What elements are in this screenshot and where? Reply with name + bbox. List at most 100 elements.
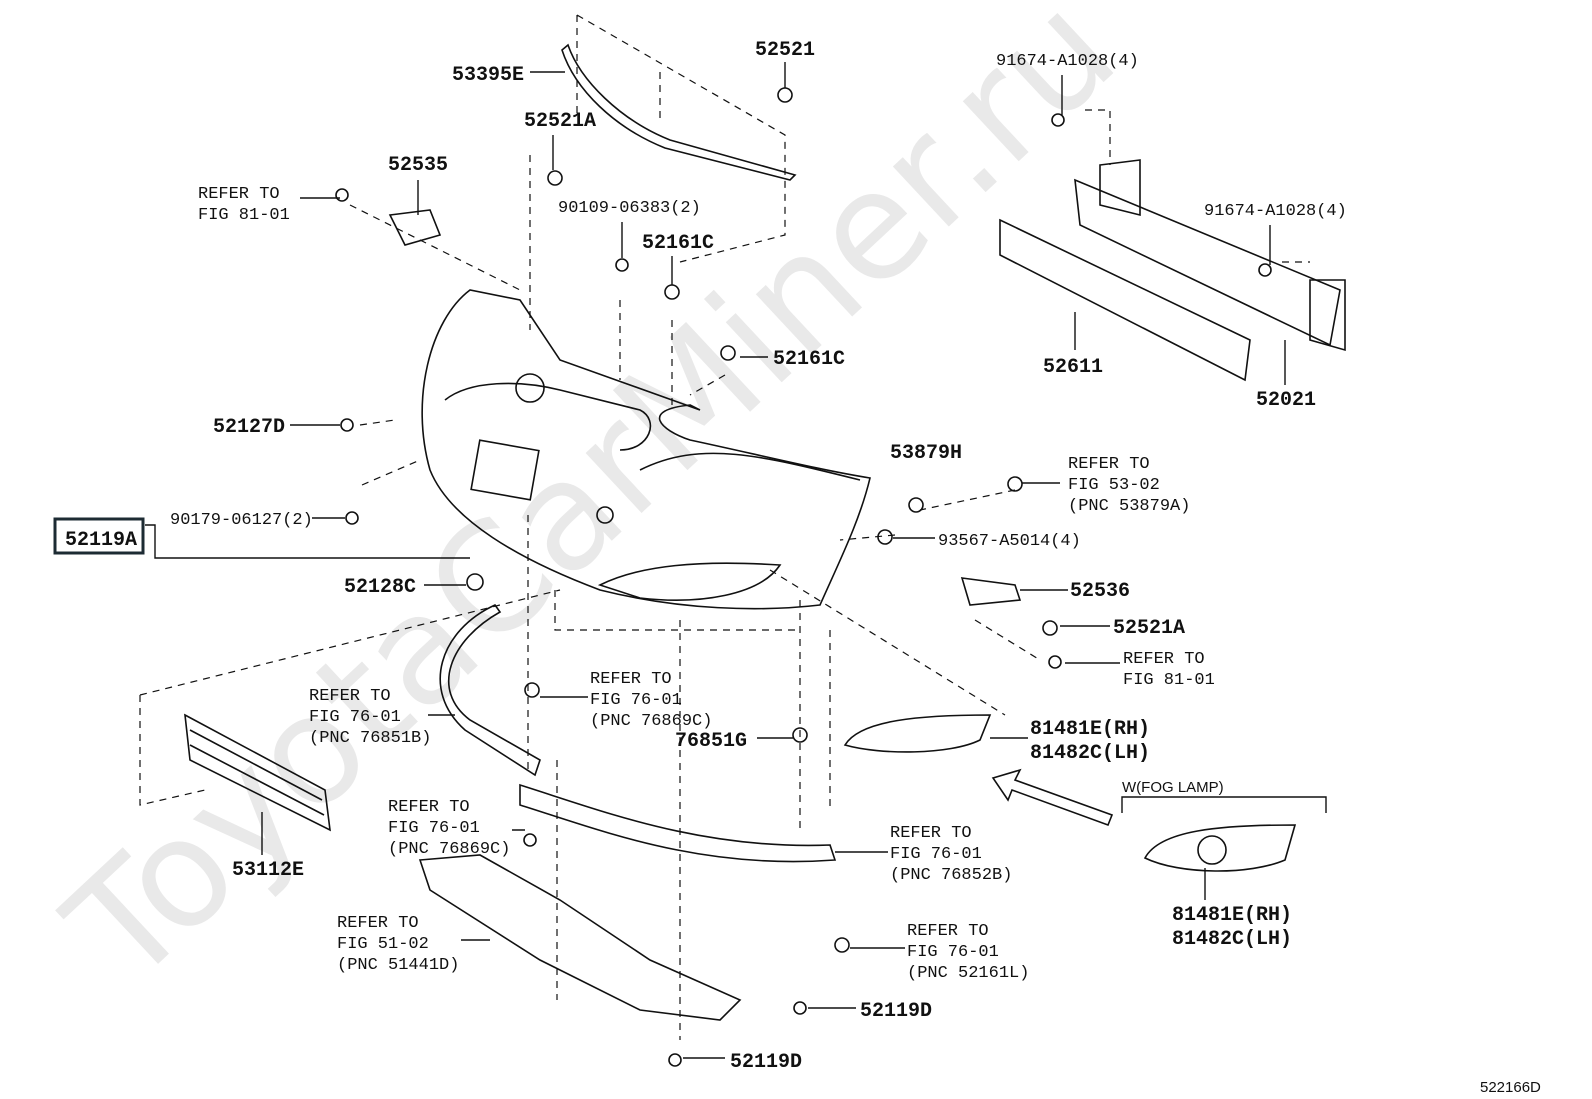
callout-refer-81-01-left[interactable]: REFER TO FIG 81-01 <box>198 185 290 225</box>
callout-line: (PNC 76869C) <box>388 840 510 859</box>
lower-molding-76851B[interactable] <box>439 603 541 777</box>
callout-line: 52521A <box>1113 617 1185 640</box>
callout-line: 52536 <box>1070 580 1130 603</box>
fog-lamp-81481E[interactable] <box>1143 824 1297 872</box>
callout-line: FIG 53-02 <box>1068 476 1160 495</box>
callout-line: 52521A <box>524 110 596 133</box>
callout-line: (PNC 53879A) <box>1068 497 1190 516</box>
callout-line: 81481E(RH) <box>1172 904 1292 927</box>
bracket-52536[interactable] <box>960 577 1022 606</box>
callout-81481e-a[interactable]: 81481E(RH)81482C(LH) <box>1030 718 1150 765</box>
callout-81481e-b[interactable]: 81481E(RH)81482C(LH) <box>1172 904 1292 951</box>
callout-refer-76851b[interactable]: REFER TO FIG 76-01 (PNC 76851B) <box>309 687 431 748</box>
reinforcement-52021[interactable] <box>1074 159 1346 352</box>
callout-52119d-b[interactable]: 52119D <box>730 1051 802 1074</box>
callout-line: REFER TO <box>198 185 280 204</box>
callout-line: FIG 81-01 <box>1123 671 1215 690</box>
lower-molding-76852B[interactable] <box>519 783 837 863</box>
callout-93567-a5014[interactable]: 93567-A5014(4) <box>938 532 1081 551</box>
callout-line: 91674-A1028(4) <box>996 52 1139 71</box>
callout-90109-06383[interactable]: 90109-06383(2) <box>558 199 701 218</box>
callout-52021[interactable]: 52021 <box>1256 389 1316 412</box>
callout-line: 53879H <box>890 442 962 465</box>
callout-52521a-top[interactable]: 52521A <box>524 110 596 133</box>
callout-line: FIG 76-01 <box>907 943 999 962</box>
callout-line: (PNC 76852B) <box>890 866 1012 885</box>
callout-line: FIG 81-01 <box>198 206 290 225</box>
callout-52536[interactable]: 52536 <box>1070 580 1130 603</box>
callout-line: FIG 76-01 <box>890 845 982 864</box>
callout-line: REFER TO <box>890 824 972 843</box>
callout-53879h[interactable]: 53879H <box>890 442 962 465</box>
callout-52535[interactable]: 52535 <box>388 154 448 177</box>
callout-line: (PNC 52161L) <box>907 964 1029 983</box>
under-cover-51441D[interactable] <box>418 854 742 1021</box>
callout-52119d-a[interactable]: 52119D <box>860 1000 932 1023</box>
highlighted-part-52119A[interactable] <box>55 519 143 553</box>
callout-line: 52119D <box>860 1000 932 1023</box>
callout-line: FIG 76-01 <box>309 708 401 727</box>
callout-52128c[interactable]: 52128C <box>344 576 416 599</box>
callout-line: 53112E <box>232 859 304 882</box>
callout-52611[interactable]: 52611 <box>1043 356 1103 379</box>
highlight-box <box>53 517 145 555</box>
fog-cover-81481E[interactable] <box>843 714 992 753</box>
callout-91674-a1028-b[interactable]: 91674-A1028(4) <box>1204 202 1347 221</box>
figure-code: 522166D <box>1480 1079 1541 1096</box>
callout-52521a-right[interactable]: 52521A <box>1113 617 1185 640</box>
fog-lamp-group-bracket <box>1121 796 1327 813</box>
watermark: ToyotaCarMiner.ru <box>35 0 1148 1017</box>
callout-line: 81482C(LH) <box>1030 742 1150 765</box>
fastener-icons <box>335 87 1272 1067</box>
callout-line: 91674-A1028(4) <box>1204 202 1347 221</box>
callout-line: 53395E <box>452 64 524 87</box>
callout-line: (PNC 76851B) <box>309 729 431 748</box>
callout-line: 52021 <box>1256 389 1316 412</box>
callout-line: FIG 76-01 <box>590 691 682 710</box>
callout-line: 76851G <box>675 730 747 753</box>
callout-53395e[interactable]: 53395E <box>452 64 524 87</box>
callout-52161c-a[interactable]: 52161C <box>642 232 714 255</box>
callout-53112e[interactable]: 53112E <box>232 859 304 882</box>
callout-refer-81-01-right[interactable]: REFER TO FIG 81-01 <box>1123 650 1215 690</box>
callout-line: REFER TO <box>590 670 672 689</box>
callout-90179-06127[interactable]: 90179-06127(2) <box>170 511 313 530</box>
fog-lamp-group-label: W(FOG LAMP) <box>1122 779 1224 796</box>
callout-line: 90109-06383(2) <box>558 199 701 218</box>
callout-line: REFER TO <box>337 914 419 933</box>
arrow-icon <box>991 768 1114 827</box>
callout-line: REFER TO <box>1123 650 1205 669</box>
callout-52521[interactable]: 52521 <box>755 39 815 62</box>
callout-line: FIG 51-02 <box>337 935 429 954</box>
callout-line: 52611 <box>1043 356 1103 379</box>
callout-line: 93567-A5014(4) <box>938 532 1081 551</box>
callout-76851g[interactable]: 76851G <box>675 730 747 753</box>
callout-line: 90179-06127(2) <box>170 511 313 530</box>
callout-91674-a1028-a[interactable]: 91674-A1028(4) <box>996 52 1139 71</box>
molding-53395E[interactable] <box>561 43 797 181</box>
callout-line: FIG 76-01 <box>388 819 480 838</box>
bumper-cover-52119A[interactable] <box>421 289 871 610</box>
callout-line: 52161C <box>642 232 714 255</box>
callout-line: (PNC 51441D) <box>337 956 459 975</box>
callout-line: 52521 <box>755 39 815 62</box>
grille-53112E[interactable] <box>184 713 331 832</box>
absorber-52611[interactable] <box>999 218 1251 382</box>
callout-line: 52535 <box>388 154 448 177</box>
callout-52127d[interactable]: 52127D <box>213 416 285 439</box>
callout-refer-76852b[interactable]: REFER TO FIG 76-01 (PNC 76852B) <box>890 824 1012 885</box>
assembly-dashed-lines <box>139 14 1310 1040</box>
callout-line: 52161C <box>773 348 845 371</box>
callout-52161c-b[interactable]: 52161C <box>773 348 845 371</box>
callout-refer-51441d[interactable]: REFER TO FIG 51-02 (PNC 51441D) <box>337 914 459 975</box>
callout-line: 52119D <box>730 1051 802 1074</box>
callout-line: 81482C(LH) <box>1172 928 1292 951</box>
callout-line: REFER TO <box>309 687 391 706</box>
bracket-52535[interactable] <box>388 209 442 246</box>
